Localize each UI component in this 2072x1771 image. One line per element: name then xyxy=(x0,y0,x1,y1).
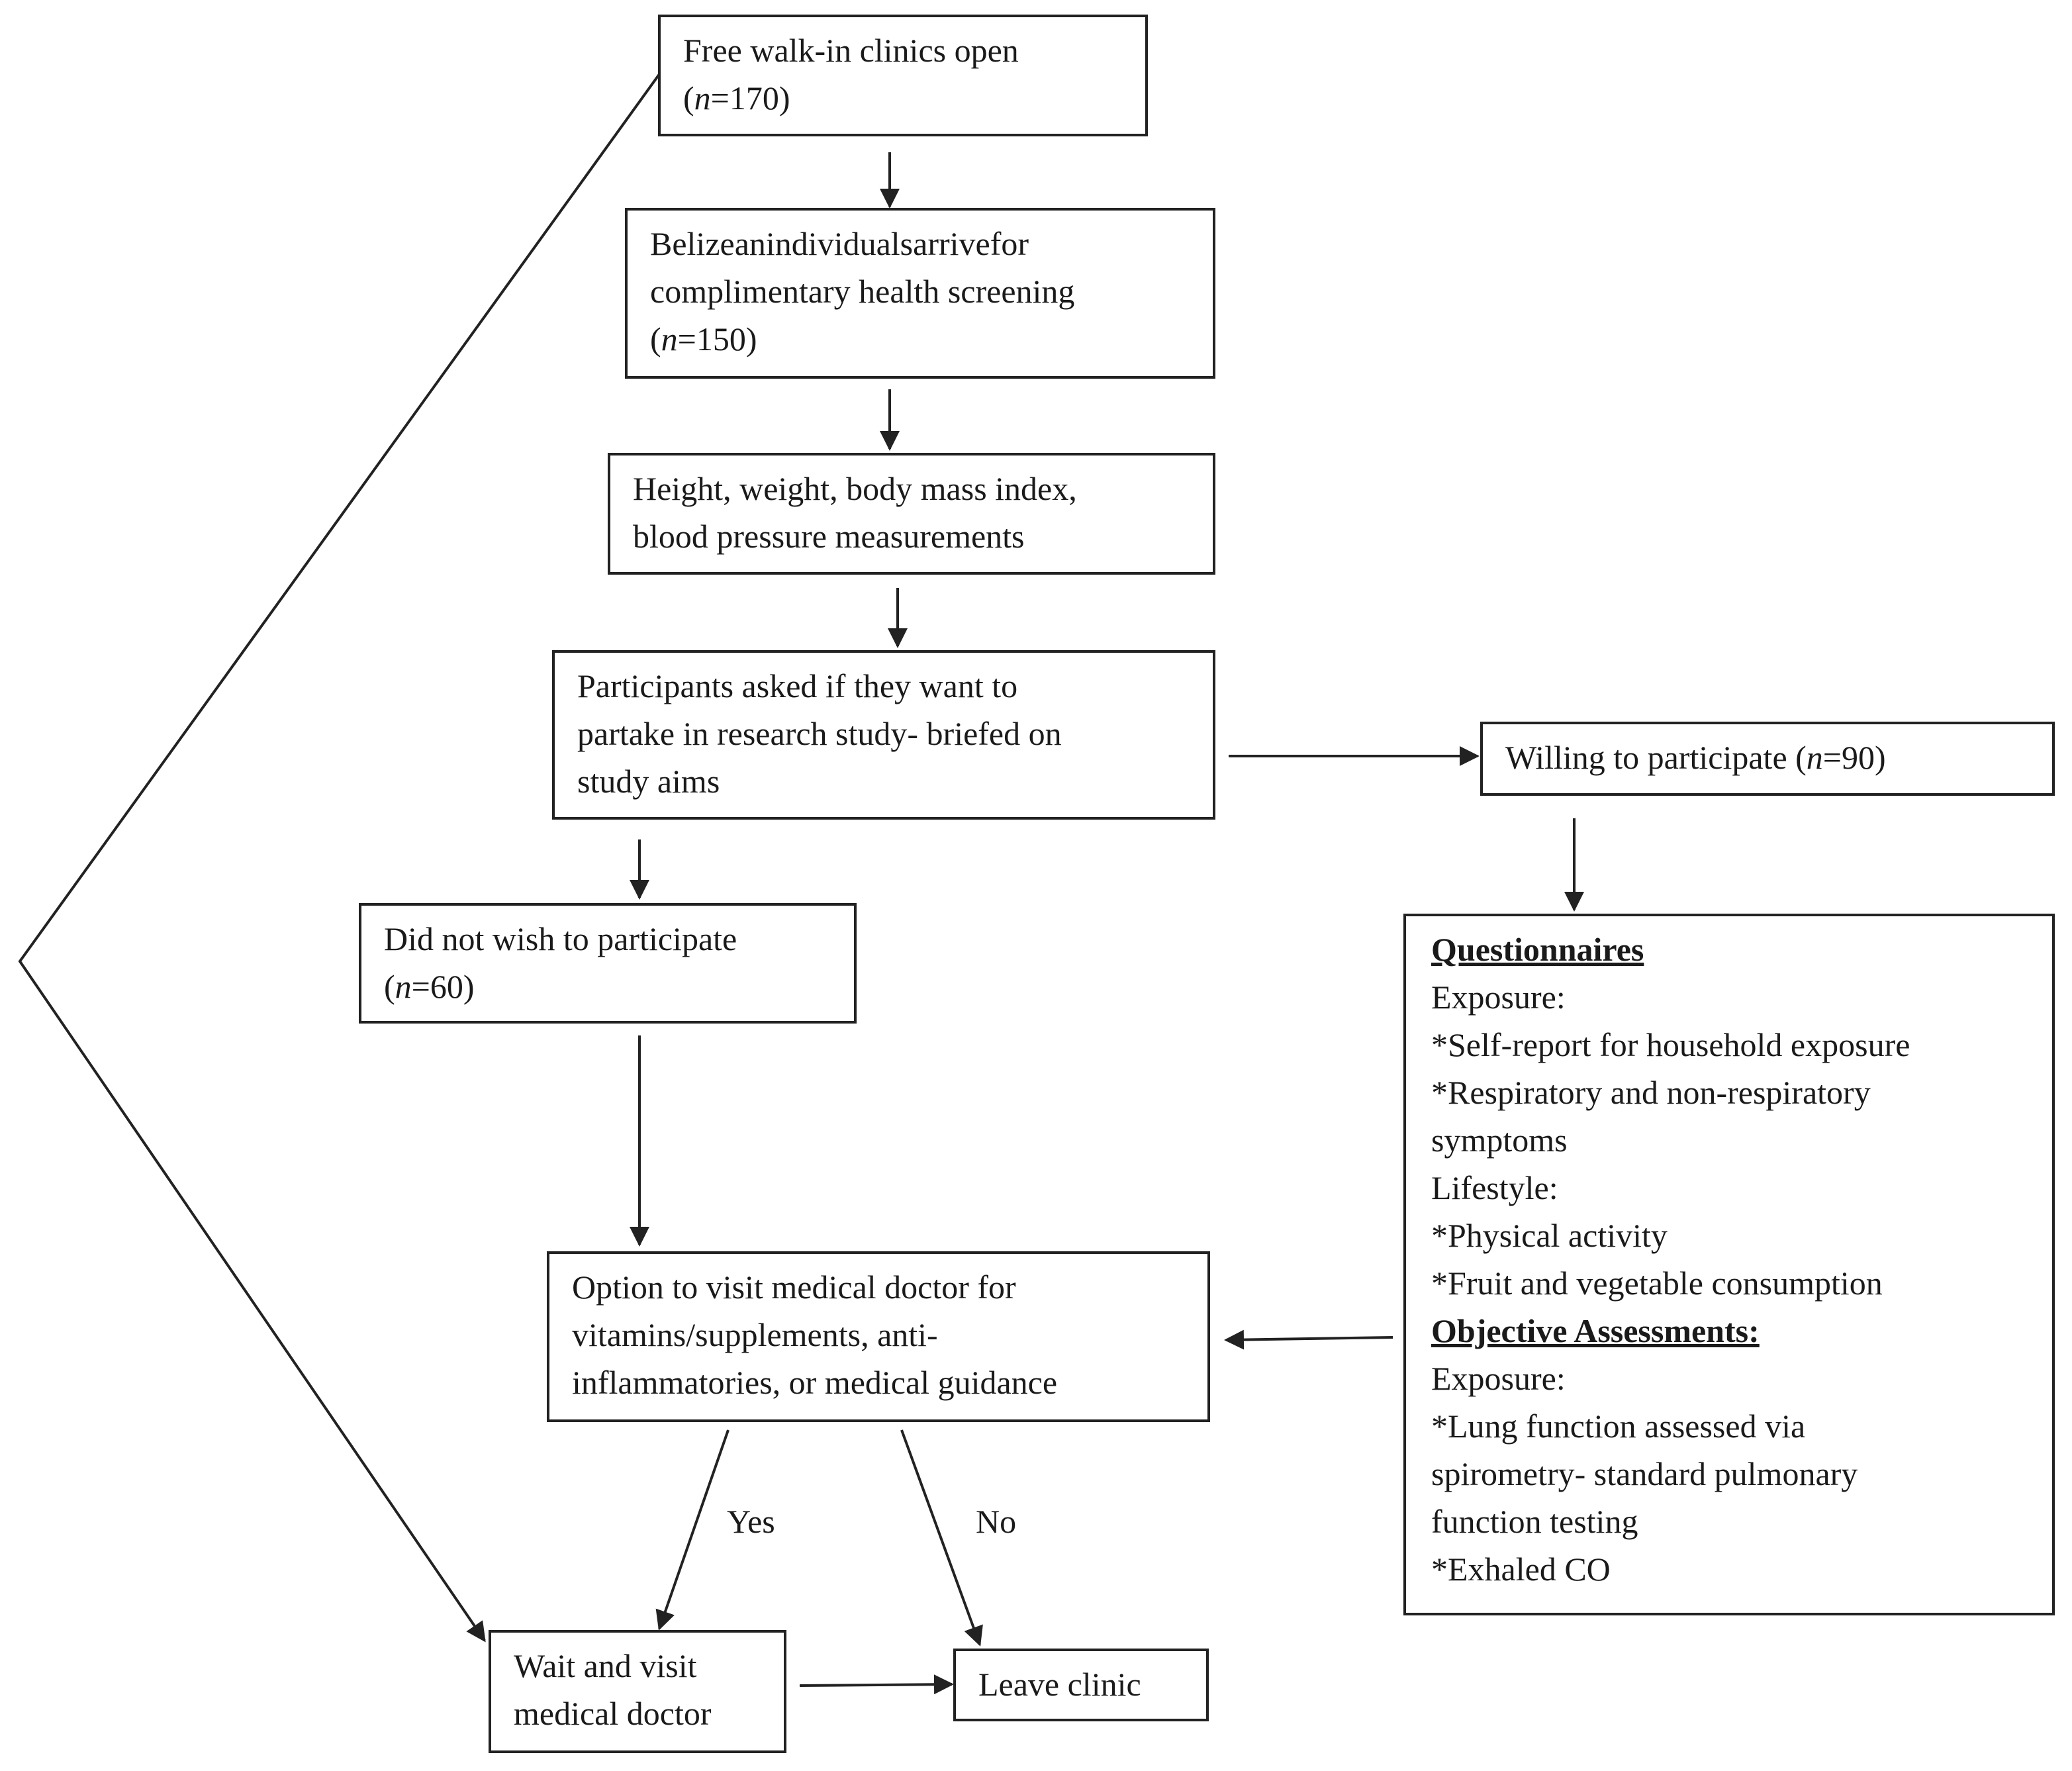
node-option-line1: Option to visit medical doctor for xyxy=(572,1268,1016,1306)
word-belizean: Belizean xyxy=(650,225,766,262)
objective-item-lung-cont2: function testing xyxy=(1431,1503,1638,1540)
count-value: =170) xyxy=(710,79,790,117)
word-arrive: arrive xyxy=(913,225,990,262)
questionnaires-item-respiratory-cont: symptoms xyxy=(1431,1122,1568,1159)
n-symbol: n xyxy=(1806,739,1823,776)
node-option-line2: vitamins/supplements, anti- xyxy=(572,1316,938,1353)
arrow-clinics-bypass-to-wait xyxy=(18,73,661,1643)
node-option-line3: inflammatories, or medical guidance xyxy=(572,1364,1058,1401)
count-value: =90) xyxy=(1822,739,1886,776)
node-not-wish-line1: Did not wish to participate xyxy=(384,920,737,957)
objective-item-lung: *Lung function assessed via xyxy=(1431,1408,1806,1445)
n-symbol: n xyxy=(395,968,412,1005)
word-individuals: individuals xyxy=(765,225,914,262)
node-clinics-open-count: (n=170) xyxy=(683,79,790,117)
objective-exposure-label: Exposure: xyxy=(1431,1360,1566,1397)
node-arrive-count: (n=150) xyxy=(650,320,757,358)
edge-label-yes: Yes xyxy=(727,1503,775,1540)
count-value: =60) xyxy=(411,968,475,1005)
n-symbol: n xyxy=(694,79,711,117)
node-willing: Willing to participate (n=90) xyxy=(1480,722,2055,796)
node-clinics-open: Free walk-in clinics open (n=170) xyxy=(658,15,1148,136)
questionnaires-item-physical: *Physical activity xyxy=(1431,1217,1668,1254)
edge-label-no: No xyxy=(976,1503,1017,1540)
node-measurements-line2: blood pressure measurements xyxy=(633,518,1025,555)
questionnaires-item-fruit: *Fruit and vegetable consumption xyxy=(1431,1265,1883,1302)
node-option: Option to visit medical doctor for vitam… xyxy=(547,1251,1210,1422)
node-assessments: Questionnaires Exposure: *Self-report fo… xyxy=(1403,914,2055,1615)
node-arrive: Belizeanindividualsarrivefor complimenta… xyxy=(625,208,1215,379)
willing-prefix: Willing to participate ( xyxy=(1505,739,1807,776)
node-asked-line2: partake in research study- briefed on xyxy=(577,715,1062,752)
node-measurements-line1: Height, weight, body mass index, xyxy=(633,470,1077,507)
count-value: =150) xyxy=(677,320,757,358)
node-asked: Participants asked if they want to parta… xyxy=(552,650,1215,820)
objective-heading: Objective Assessments: xyxy=(1431,1312,1760,1349)
questionnaires-item-respiratory: *Respiratory and non-respiratory xyxy=(1431,1074,1871,1111)
n-symbol: n xyxy=(661,320,678,358)
node-wait-visit-line2: medical doctor xyxy=(514,1695,712,1732)
node-clinics-open-line1: Free walk-in clinics open xyxy=(683,32,1019,69)
questionnaires-exposure-label: Exposure: xyxy=(1431,979,1566,1016)
node-wait-visit-line1: Wait and visit xyxy=(514,1647,697,1684)
node-arrive-line1: Belizeanindividualsarrivefor xyxy=(650,220,1193,267)
questionnaires-heading: Questionnaires xyxy=(1431,931,1644,968)
word-for: for xyxy=(990,225,1029,262)
objective-item-exhaled-co: *Exhaled CO xyxy=(1431,1551,1611,1588)
arrow-option-no-to-leave xyxy=(900,1429,983,1647)
questionnaires-item-household: *Self-report for household exposure xyxy=(1431,1026,1910,1063)
node-wait-visit: Wait and visit medical doctor xyxy=(489,1630,786,1753)
node-willing-text: Willing to participate (n=90) xyxy=(1505,734,2032,781)
node-not-wish-count: (n=60) xyxy=(384,968,475,1005)
arrow-assessments-to-option xyxy=(1224,1329,1393,1350)
node-arrive-line2: complimentary health screening xyxy=(650,273,1075,310)
node-asked-line1: Participants asked if they want to xyxy=(577,667,1018,704)
arrow-option-yes-to-wait xyxy=(655,1429,730,1631)
node-asked-line3: study aims xyxy=(577,763,720,800)
node-measurements: Height, weight, body mass index, blood p… xyxy=(608,453,1215,575)
node-leave: Leave clinic xyxy=(953,1649,1209,1721)
arrow-wait-to-leave xyxy=(799,1674,954,1695)
node-leave-line1: Leave clinic xyxy=(978,1666,1141,1703)
node-not-wish: Did not wish to participate (n=60) xyxy=(359,903,857,1024)
questionnaires-lifestyle-label: Lifestyle: xyxy=(1431,1169,1558,1206)
objective-item-lung-cont1: spirometry- standard pulmonary xyxy=(1431,1455,1858,1492)
